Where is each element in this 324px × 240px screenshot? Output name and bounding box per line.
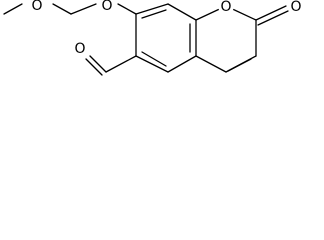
- bond-c2-o-carbonyl-double: [257, 10, 289, 26]
- bond-ome-ch2: [52, 3, 72, 15]
- atom-o-methoxy: O: [31, 0, 42, 14]
- bond-c8-c8a: [167, 3, 197, 21]
- bond-c4-c4a: [195, 55, 227, 73]
- bond-ch2-oar: [70, 3, 97, 15]
- bond-inner-c5-c6: [141, 51, 167, 67]
- bond-c4a-c5: [167, 55, 197, 73]
- bond-c5-c6: [135, 55, 169, 73]
- bond-c6-cho: [105, 55, 137, 73]
- atom-o-aryl-ether: O: [101, 0, 112, 14]
- atom-o-aldehyde: O: [74, 41, 85, 57]
- bond-cho-o-double: [85, 58, 103, 76]
- chemical-structure-diagram: O O O O O: [3, 0, 304, 76]
- bond-inner-c7-c8: [141, 9, 167, 19]
- bond-oar-c7: [117, 3, 137, 15]
- atom-label-layer: O O O O O: [29, 0, 304, 57]
- bond-cho-o: [89, 55, 107, 73]
- bond-c7-c8: [135, 3, 169, 15]
- atom-o-ring: O: [220, 0, 231, 15]
- atom-o-carbonyl: O: [290, 0, 301, 15]
- bond-layer: [3, 3, 289, 76]
- bond-methyl-ome: [3, 3, 23, 15]
- bond-c2-o-carbonyl: [255, 5, 287, 21]
- bond-inner-c3-c4: [227, 58, 252, 72]
